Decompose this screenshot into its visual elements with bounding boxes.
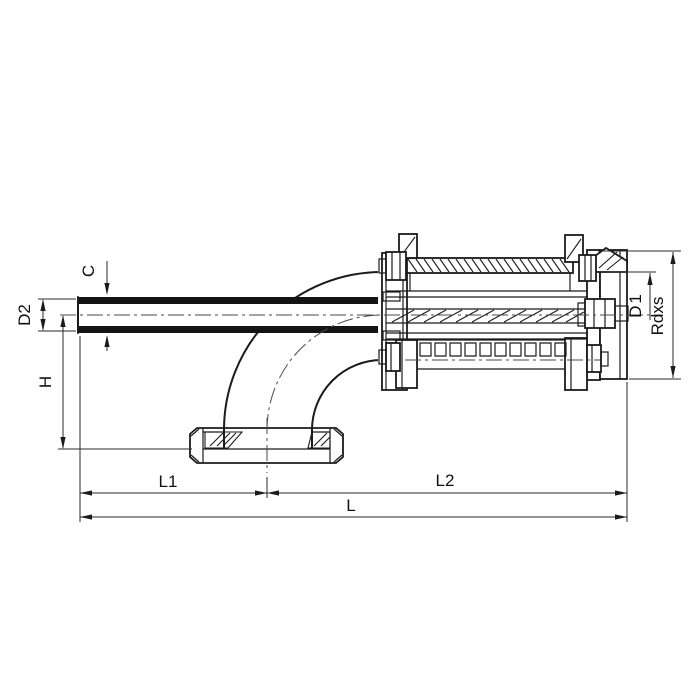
dim-label-c: C bbox=[79, 265, 98, 277]
dimension-annotations: C D2 H L1 L2 L D1 R bbox=[15, 250, 681, 522]
dim-label-l1: L1 bbox=[159, 472, 178, 491]
elbow-bend bbox=[223, 271, 383, 431]
flange-assembly bbox=[378, 230, 632, 392]
dim-label-l2: L2 bbox=[436, 471, 455, 490]
dim-label-rdxs: Rdxs bbox=[648, 297, 667, 336]
centerlines bbox=[60, 314, 662, 473]
dim-label-d2: D2 bbox=[15, 304, 34, 326]
dim-label-h: H bbox=[36, 376, 55, 388]
dim-label-d1: D1 bbox=[626, 292, 645, 318]
dim-label-l: L bbox=[346, 496, 355, 515]
